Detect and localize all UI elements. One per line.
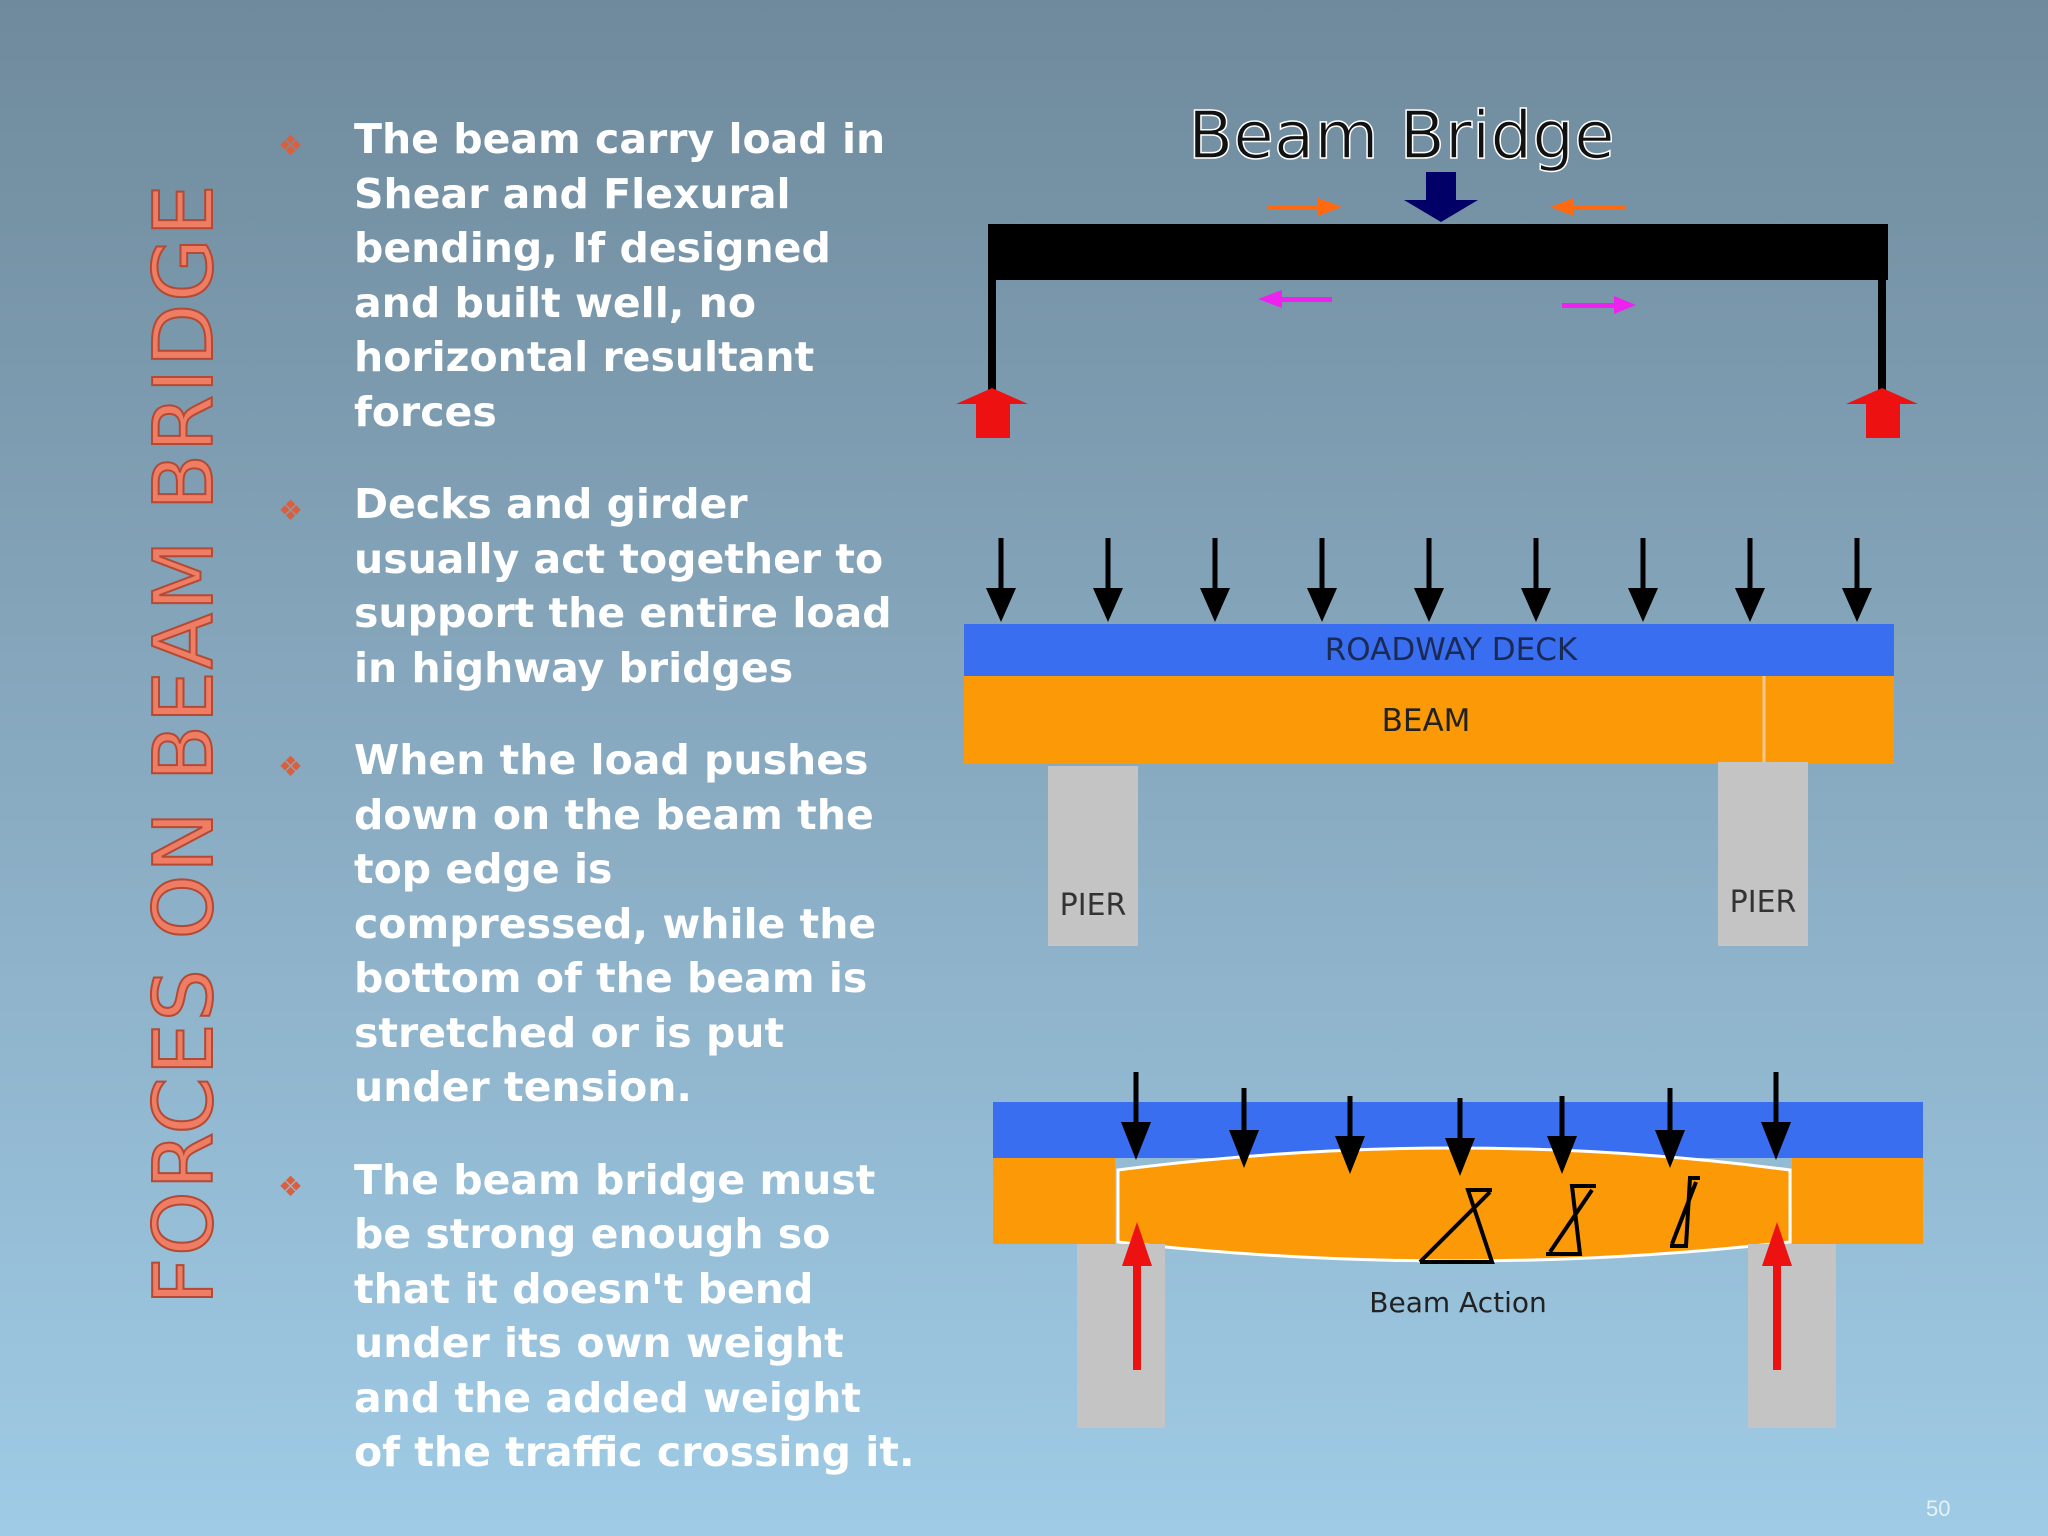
roadway-deck <box>964 624 1894 676</box>
deck-beam-pier-diagram: ROADWAY DECK BEAM PIER PIER <box>964 538 1894 946</box>
bullet-item: ❖ The beam carry load in Shear and Flexu… <box>270 112 920 439</box>
beam-action-load-arrows <box>1121 1072 1791 1176</box>
compression-arrow-right <box>1550 198 1626 216</box>
bullet-text: The beam carry load in Shear and Flexura… <box>354 115 886 436</box>
diamond-bullet-icon: ❖ <box>278 1169 304 1203</box>
diamond-bullet-icon: ❖ <box>278 494 304 527</box>
right-reaction-arrow <box>1846 388 1918 438</box>
support-reaction-arrow-right <box>1762 1222 1792 1370</box>
diamond-bullet-icon: ❖ <box>278 129 304 162</box>
pier-bottom-right <box>1748 1244 1836 1428</box>
roadway-deck-label: ROADWAY DECK <box>1325 632 1578 668</box>
pier-left <box>1048 766 1138 946</box>
beam-action-diagram: Beam Action <box>993 1072 1923 1428</box>
left-reaction-arrow <box>956 388 1028 438</box>
bullet-text: The beam bridge must be strong enough so… <box>354 1155 915 1477</box>
stress-diagrams <box>1418 1176 1700 1264</box>
bullet-item: ❖ When the load pushes down on the beam … <box>270 733 920 1115</box>
pier-left-label: PIER <box>1060 888 1127 923</box>
central-load-arrow <box>1404 172 1478 222</box>
support-reaction-arrow-left <box>1122 1222 1152 1370</box>
bullet-list: ❖ The beam carry load in Shear and Flexu… <box>270 112 920 1518</box>
diamond-bullet-icon: ❖ <box>278 750 304 783</box>
pier-right-label: PIER <box>1730 885 1797 920</box>
right-support-post <box>1878 276 1886 396</box>
tension-arrow-right <box>1562 296 1636 314</box>
bullet-text: When the load pushes down on the beam th… <box>354 736 877 1111</box>
page-number: 50 <box>1926 1496 1951 1521</box>
beam-bar <box>988 224 1888 280</box>
beam-action-caption: Beam Action <box>1369 1286 1546 1319</box>
pier-bottom-left <box>1077 1244 1165 1428</box>
pier-right <box>1718 762 1808 946</box>
bullet-item: ❖ The beam bridge must be strong enough … <box>270 1153 920 1480</box>
compression-arrow-left <box>1268 198 1342 216</box>
beam-end-right <box>1792 1158 1923 1244</box>
beam-block <box>964 676 1894 764</box>
distributed-load-arrows <box>986 538 1872 622</box>
beam-end-left <box>993 1158 1115 1244</box>
beam-bridge-title: Beam Bridge <box>1188 97 1615 174</box>
beam-label: BEAM <box>1382 703 1471 739</box>
bullet-text: Decks and girder usually act together to… <box>354 480 892 692</box>
beam-bridge-force-diagram: Beam Bridge <box>956 96 1918 438</box>
tension-arrow-left <box>1258 290 1332 308</box>
left-support-post <box>988 276 996 396</box>
bullet-item: ❖ Decks and girder usually act together … <box>270 477 920 695</box>
